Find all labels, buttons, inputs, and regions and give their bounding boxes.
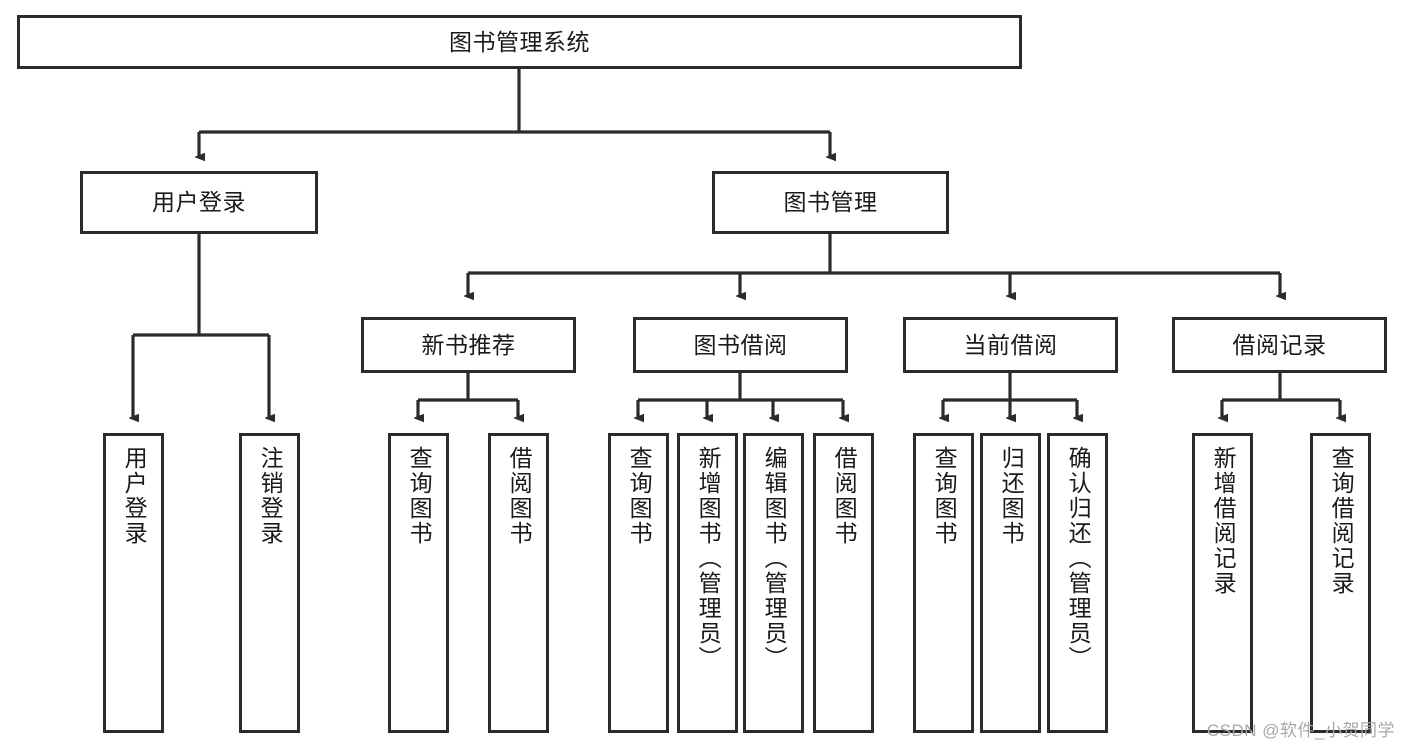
node-leaf-query-book-2[interactable]: 查询图书: [608, 433, 669, 733]
node-leaf-query-book-3-label: 查询图书: [931, 446, 958, 546]
node-leaf-add-book-label: 新增图书（管理员）: [695, 446, 722, 671]
node-book-borrow-label: 图书借阅: [693, 331, 788, 358]
node-book-manage[interactable]: 图书管理: [712, 171, 949, 234]
node-leaf-edit-book[interactable]: 编辑图书（管理员）: [743, 433, 804, 733]
node-leaf-user-logout[interactable]: 注销登录: [239, 433, 300, 733]
node-root-label: 图书管理系统: [449, 28, 590, 55]
node-leaf-borrow-book-2-label: 借阅图书: [831, 446, 858, 546]
node-leaf-add-record-label: 新增借阅记录: [1210, 446, 1237, 596]
node-new-book-recommend[interactable]: 新书推荐: [361, 317, 576, 373]
node-user-login-label: 用户登录: [152, 189, 246, 216]
node-borrow-record[interactable]: 借阅记录: [1172, 317, 1387, 373]
node-leaf-query-book-3[interactable]: 查询图书: [913, 433, 974, 733]
node-leaf-user-logout-label: 注销登录: [257, 446, 284, 546]
node-user-login[interactable]: 用户登录: [80, 171, 318, 234]
node-leaf-user-login[interactable]: 用户登录: [103, 433, 164, 733]
node-leaf-query-book-1-label: 查询图书: [406, 446, 433, 546]
node-leaf-query-record[interactable]: 查询借阅记录: [1310, 433, 1371, 733]
node-leaf-confirm-return-label: 确认归还（管理员）: [1065, 446, 1092, 671]
node-leaf-return-book-label: 归还图书: [998, 446, 1025, 546]
node-leaf-user-login-label: 用户登录: [121, 446, 148, 546]
node-current-borrow-label: 当前借阅: [963, 331, 1058, 358]
node-leaf-query-book-2-label: 查询图书: [626, 446, 653, 546]
node-leaf-borrow-book-1[interactable]: 借阅图书: [488, 433, 549, 733]
node-leaf-add-record[interactable]: 新增借阅记录: [1192, 433, 1253, 733]
csdn-watermark: CSDN @软件_小贺同学: [1206, 721, 1395, 740]
node-root[interactable]: 图书管理系统: [17, 15, 1022, 69]
node-book-borrow[interactable]: 图书借阅: [633, 317, 848, 373]
node-current-borrow[interactable]: 当前借阅: [903, 317, 1118, 373]
node-leaf-query-record-label: 查询借阅记录: [1328, 446, 1355, 596]
node-leaf-query-book-1[interactable]: 查询图书: [388, 433, 449, 733]
node-new-book-recommend-label: 新书推荐: [421, 331, 516, 358]
node-leaf-borrow-book-2[interactable]: 借阅图书: [813, 433, 874, 733]
node-leaf-add-book[interactable]: 新增图书（管理员）: [677, 433, 738, 733]
node-leaf-borrow-book-1-label: 借阅图书: [506, 446, 533, 546]
node-leaf-confirm-return[interactable]: 确认归还（管理员）: [1047, 433, 1108, 733]
node-leaf-return-book[interactable]: 归还图书: [980, 433, 1041, 733]
node-leaf-edit-book-label: 编辑图书（管理员）: [761, 446, 788, 671]
node-borrow-record-label: 借阅记录: [1232, 331, 1327, 358]
node-book-manage-label: 图书管理: [783, 189, 878, 216]
